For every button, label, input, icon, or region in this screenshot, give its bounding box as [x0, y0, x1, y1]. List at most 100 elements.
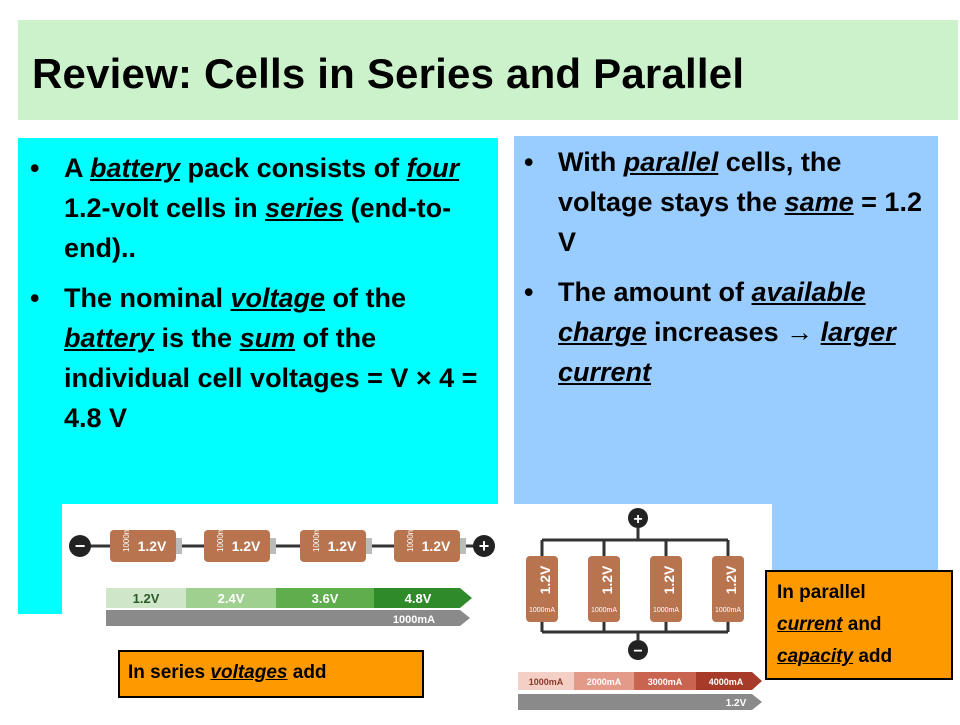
parallel-cell-3: 1.2V 1000mA: [650, 556, 682, 622]
text: The nominal: [64, 283, 231, 313]
text: 1.2-volt cells in: [64, 193, 266, 223]
bullet-nominal-voltage: The nominal voltage of the battery is th…: [30, 278, 492, 438]
voltage-step-3: [276, 588, 374, 608]
cell-voltage-label: 1.2V: [723, 565, 739, 594]
text: = 1.2 V: [558, 187, 922, 257]
capacity-step-4: [696, 672, 762, 690]
minus-terminal-icon: [69, 535, 91, 557]
cell-capacity-label: 1000mA: [715, 607, 741, 614]
text: and: [842, 614, 882, 635]
parallel-callout-line-1: In parallel: [777, 582, 866, 603]
parallel-cells-diagram: + − 1.2V 1000mA 1.2V 1000mA: [514, 504, 772, 720]
capacity-step-label-2: 2000mA: [587, 677, 622, 687]
voltage-bar-label: 1.2V: [726, 698, 747, 709]
cell-voltage-label: 1.2V: [422, 538, 451, 554]
term-current: current: [777, 614, 843, 635]
series-cells-diagram: − + 1000mA 1.2V 1000mA 1.2V 1000mA 1.2V …: [62, 504, 514, 630]
text: is the: [154, 323, 240, 353]
parallel-diagram-svg: + − 1.2V 1000mA 1.2V 1000mA: [518, 508, 762, 710]
text: In series: [128, 662, 211, 683]
bullet-available-charge: The amount of available charge increases…: [524, 272, 924, 392]
page-title: Review: Cells in Series and Parallel: [32, 50, 745, 97]
plus-terminal-icon: [473, 535, 495, 557]
series-capacity-bar: 1000mA: [106, 610, 470, 626]
series-bullet-list: A battery pack consists of four 1.2-volt…: [30, 148, 492, 448]
series-callout: In series voltages add: [118, 650, 424, 698]
text: pack consists of: [180, 153, 407, 183]
parallel-callout-line-3: capacity add: [777, 646, 892, 668]
capacity-bar-label: 1000mA: [393, 614, 435, 626]
cell-capacity-label: 1000mA: [216, 522, 225, 552]
text: A: [64, 153, 90, 183]
term-sum: sum: [239, 323, 296, 353]
term-battery: battery: [90, 153, 181, 183]
bullet-parallel-voltage: With parallel cells, the voltage stays t…: [524, 142, 924, 262]
parallel-callout: In parallel current and capacity add: [765, 570, 953, 680]
term-capacity: capacity: [777, 646, 854, 667]
cell-capacity-label: 1000mA: [653, 607, 679, 614]
cell-voltage-label: 1.2V: [232, 538, 261, 554]
parallel-cell-2: 1.2V 1000mA: [588, 556, 620, 622]
voltage-step-4: [374, 588, 472, 608]
cell-voltage-label: 1.2V: [599, 565, 615, 594]
series-voltage-steps: 1.2V 2.4V 3.6V 4.8V: [106, 588, 472, 608]
cell-capacity-label: 1000mA: [591, 607, 617, 614]
term-same: same: [784, 187, 854, 217]
cell-capacity-label: 1000mA: [406, 522, 415, 552]
series-diagram-svg: − + 1000mA 1.2V 1000mA 1.2V 1000mA 1.2V …: [69, 522, 495, 626]
term-parallel: parallel: [623, 147, 719, 177]
cell-voltage-label: 1.2V: [138, 538, 167, 554]
series-callout-text: In series voltages add: [128, 662, 327, 684]
bullet-battery-pack: A battery pack consists of four 1.2-volt…: [30, 148, 492, 268]
text: increases →: [646, 317, 821, 347]
text: cells, the voltage stays the: [558, 147, 842, 217]
series-cell-1: 1000mA 1.2V: [110, 522, 182, 562]
cell-voltage-label: 1.2V: [661, 565, 677, 594]
minus-label: −: [75, 536, 86, 556]
parallel-callout-line-2: current and: [777, 614, 882, 636]
text: With: [558, 147, 624, 177]
parallel-cell-4: 1.2V 1000mA: [712, 556, 744, 622]
text: of the: [325, 283, 407, 313]
minus-label: −: [633, 643, 642, 660]
capacity-step-label-3: 3000mA: [648, 677, 683, 687]
term-voltages: voltages: [210, 662, 288, 683]
parallel-bullet-list: With parallel cells, the voltage stays t…: [524, 142, 924, 402]
cell-capacity-label: 1000mA: [122, 522, 131, 552]
cell-voltage-label: 1.2V: [328, 538, 357, 554]
parallel-cell-1: 1.2V 1000mA: [526, 556, 558, 622]
cell-capacity-label: 1000mA: [529, 607, 555, 614]
capacity-step-3: [634, 672, 696, 690]
plus-terminal-icon: [628, 508, 648, 528]
term-available-charge: available charge: [558, 277, 866, 347]
term-series: series: [265, 193, 344, 223]
minus-terminal-icon: [628, 640, 648, 660]
parallel-voltage-bar: 1.2V: [518, 694, 762, 710]
capacity-step-label-1: 1000mA: [529, 677, 564, 687]
cell-capacity-label: 1000mA: [312, 522, 321, 552]
voltage-step-1: [106, 588, 186, 608]
voltage-step-label-1: 1.2V: [133, 591, 160, 606]
series-cell-3: 1000mA 1.2V: [300, 522, 372, 562]
text: add: [853, 646, 893, 667]
text: of the individual cell voltages = V × 4 …: [64, 323, 478, 433]
term-four: four: [406, 153, 460, 183]
voltage-step-label-3: 3.6V: [312, 591, 339, 606]
text: The amount of: [558, 277, 752, 307]
capacity-step-1: [518, 672, 574, 690]
term-voltage: voltage: [230, 283, 326, 313]
voltage-step-label-4: 4.8V: [405, 591, 432, 606]
title-bar: Review: Cells in Series and Parallel: [18, 20, 958, 120]
parallel-wires: [540, 528, 730, 640]
text: (end-to-end)..: [64, 193, 452, 263]
parallel-capacity-steps: 1000mA 2000mA 3000mA 4000mA: [518, 672, 762, 690]
plus-label: +: [633, 511, 642, 528]
term-larger-current: larger current: [558, 317, 896, 387]
capacity-step-label-4: 4000mA: [709, 677, 744, 687]
text: add: [287, 662, 327, 683]
voltage-step-label-2: 2.4V: [218, 591, 245, 606]
capacity-step-2: [574, 672, 634, 690]
series-cell-4: 1000mA 1.2V: [394, 522, 466, 562]
voltage-step-2: [186, 588, 276, 608]
cell-voltage-label: 1.2V: [537, 565, 553, 594]
